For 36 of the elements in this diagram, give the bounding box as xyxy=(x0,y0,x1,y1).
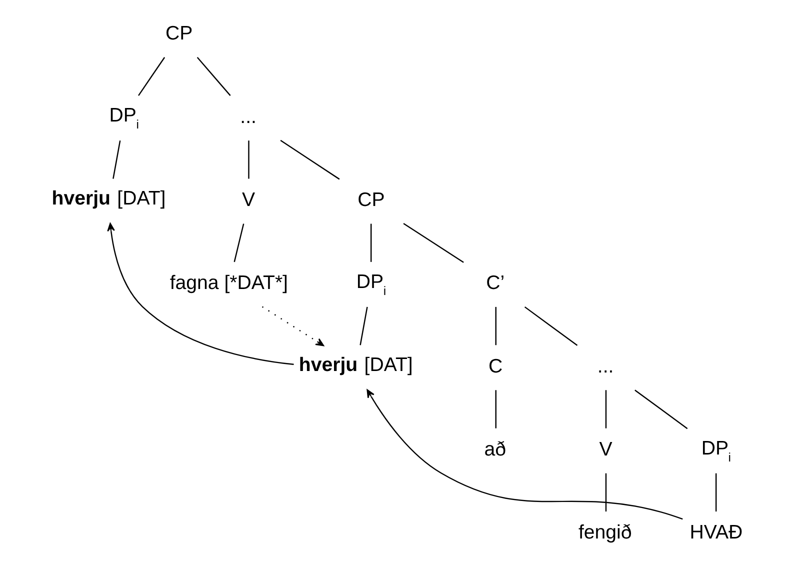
connector xyxy=(604,390,606,428)
node-text: C xyxy=(488,355,502,378)
connector xyxy=(402,223,464,263)
connector xyxy=(248,140,249,179)
node-text: CP xyxy=(165,22,192,45)
connector xyxy=(359,306,368,346)
node-text: DP$_{i}$ xyxy=(700,437,731,464)
connector xyxy=(494,306,496,346)
arrow xyxy=(366,389,682,520)
node-text: V xyxy=(242,188,255,211)
arrow xyxy=(261,306,324,346)
node-text: DP$_{i}$ xyxy=(356,270,386,298)
node-text: að xyxy=(484,438,506,461)
node-text: C’ xyxy=(486,272,504,294)
node-text: DP$_{i}$ xyxy=(108,104,138,132)
connector xyxy=(112,140,120,179)
node-text: hverju [DAT] xyxy=(51,188,166,210)
connector xyxy=(196,56,230,96)
node-text: hverju [DAT] xyxy=(298,354,412,376)
connector xyxy=(634,390,688,430)
connector xyxy=(714,473,716,512)
connector xyxy=(233,224,244,262)
connector xyxy=(280,140,340,180)
node-text: HVAÐ xyxy=(689,522,742,544)
node-text: fagna [*DAT*] xyxy=(169,272,288,294)
node-text: ... xyxy=(596,355,614,378)
arrow xyxy=(106,222,294,366)
node-text: fengið xyxy=(578,522,632,544)
node-text: V xyxy=(598,438,612,461)
connector xyxy=(370,224,372,262)
connector xyxy=(494,390,496,428)
connector xyxy=(604,473,606,512)
connector xyxy=(138,57,165,96)
connector xyxy=(524,306,578,346)
node-text: CP xyxy=(357,188,384,211)
node-text: ... xyxy=(240,106,256,128)
